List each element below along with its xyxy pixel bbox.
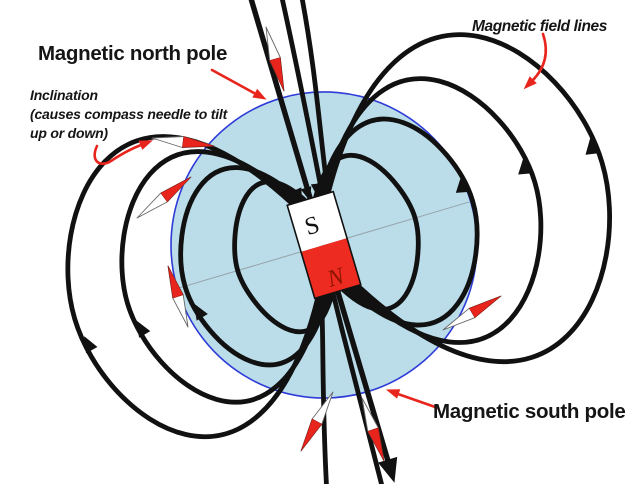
- field-line: [322, 76, 544, 345]
- field-direction-arrowhead-icon: [585, 138, 599, 155]
- field-line: [279, 0, 325, 194]
- north-pole-pointer: [210, 68, 267, 100]
- needle-red-tip: [182, 136, 215, 148]
- axis-arrowhead-icon: [378, 456, 398, 483]
- red-arrowhead-icon: [138, 140, 153, 150]
- needle-red-tip: [160, 176, 192, 203]
- field-direction-arrowhead-icon: [136, 320, 151, 338]
- compass-needle-bottom-right: [361, 397, 385, 462]
- field-line: [232, 179, 335, 335]
- needle-red-tip: [300, 418, 323, 452]
- field-line: [330, 291, 386, 484]
- label-inclination-line1: Inclination: [30, 87, 98, 103]
- label-magnetic-north-pole: Magnetic north pole: [38, 42, 227, 65]
- needle-red-tip: [367, 427, 385, 462]
- field-line: [178, 165, 330, 368]
- compass-needle-left: [136, 176, 192, 219]
- compass-needle-upper-left: [151, 136, 215, 148]
- field-direction-arrowhead-icon: [194, 303, 208, 321]
- red-pointer-arrow-icon: [93, 143, 143, 166]
- compass-needle-bottom-left: [300, 391, 334, 452]
- field-direction-arrowhead-icon: [318, 179, 330, 194]
- field-direction-arrowhead-icon: [84, 336, 98, 354]
- magnet-south-half: [287, 191, 348, 252]
- field-direction-arrowhead-icon: [300, 186, 312, 202]
- field-direction-arrowhead-icon: [455, 176, 469, 193]
- needle-red-tip: [468, 295, 502, 318]
- red-pointer-arrow-icon: [396, 392, 440, 410]
- red-pointer-arrow-icon: [210, 68, 256, 95]
- field-direction-arrowhead-icon: [281, 187, 294, 203]
- field-line: [297, 0, 330, 193]
- field-direction-arrowhead-icon: [291, 187, 303, 203]
- inclination-pointer: [93, 140, 153, 166]
- field-line: [65, 134, 321, 439]
- field-line: [317, 116, 480, 328]
- needle-red-tip: [269, 57, 285, 92]
- field-line: [319, 294, 330, 484]
- red-pointer-arrow-icon: [530, 32, 548, 83]
- field-line: [313, 153, 421, 312]
- label-inclination-line2: (causes compass needle to tilt: [30, 106, 229, 122]
- red-arrowhead-icon: [385, 389, 401, 399]
- field-lines-pointer: [523, 32, 548, 90]
- bar-magnet: S N: [286, 190, 362, 300]
- red-arrowhead-icon: [523, 76, 537, 90]
- compass-needle-lower-left: [167, 265, 189, 328]
- red-arrowhead-icon: [252, 88, 267, 100]
- label-magnetic-south-pole: Magnetic south pole: [433, 400, 625, 423]
- magnet-outline: [286, 190, 362, 300]
- south-pole-pointer: [385, 389, 440, 410]
- magnet-north-half: [300, 238, 361, 299]
- compass-needle-right: [442, 295, 502, 331]
- compass-needle-top: [265, 26, 285, 92]
- needle-red-tip: [167, 265, 184, 299]
- label-magnetic-field-lines: Magnetic field lines: [472, 18, 608, 35]
- field-direction-arrowhead-icon: [310, 183, 322, 198]
- label-inclination-line3: up or down): [30, 125, 108, 141]
- field-direction-arrowhead-icon: [518, 157, 532, 175]
- field-line: [119, 149, 325, 405]
